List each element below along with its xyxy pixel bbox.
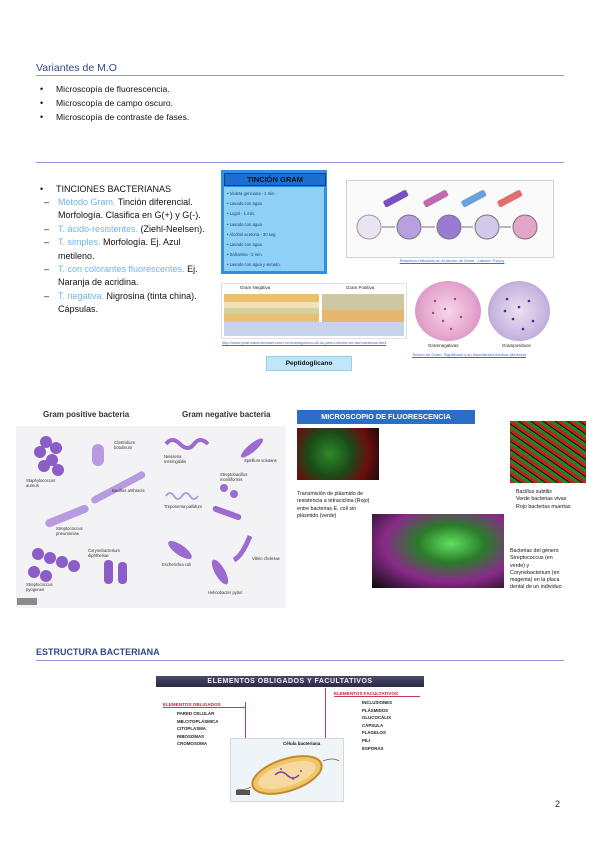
list-item: Microscopía de contraste de fases.	[36, 110, 436, 124]
list-item: T. ácido-resistentes. (Ziehl-Neelsen).	[36, 223, 214, 237]
list-item: T. con colorantes fluorescentes. Ej. Nar…	[36, 263, 214, 290]
label-neisseria: Neisseria meningitidis	[164, 454, 187, 464]
gram-step: • Lavado con agua	[227, 221, 262, 227]
gram-steps-panel: • Violeta genciana - 1 min. • Lavado con…	[224, 187, 324, 271]
fluorescence-caption-2: Bacillus subtilis Verde bacterias vivas …	[516, 489, 571, 510]
section-heading-variantes: Variantes de M.O	[36, 62, 117, 74]
gram-step: • Lavado con agua	[227, 201, 262, 207]
gram-stain-title: TINCIÓN GRAM	[224, 173, 326, 186]
micrograph-label-neg: Gramnegativas	[428, 343, 459, 348]
page-number: 2	[555, 799, 561, 809]
list-item: T. negativa. Nigrosina (tinta china). Cá…	[36, 290, 214, 317]
tinciones-sublist: Método Gram. Tinción diferencial. Morfol…	[36, 196, 214, 317]
gram-stain-box: TINCIÓN GRAM • Violeta genciana - 1 min.…	[221, 170, 327, 274]
label-streptobacillus: Streptobacillus moniliformis	[220, 472, 248, 482]
cell-wall-svg	[224, 294, 404, 336]
list-item: Método Gram. Tinción diferencial. Morfol…	[36, 196, 214, 223]
cell-wall-link[interactable]: http://www.pharmaceuticalaw.com.mx/inves…	[222, 340, 387, 345]
elementos-facultativos: ELEMENTOS FACULTATIVOS INCLUSIONES PLÁSM…	[325, 688, 422, 752]
elementos-obligados: ELEMENTOS OBLIGADOS PARED CELULAR MB.CIT…	[155, 702, 246, 752]
list-item: T. simples. Morfología. Ej. Azul metilen…	[36, 236, 214, 263]
cell-wall-diagram: Gram Negativa Gram Positiva	[221, 283, 407, 339]
gram-step: • Violeta genciana - 1 min.	[227, 191, 276, 196]
gram-step: • Lavado con agua	[227, 242, 262, 248]
gram-step: • Lavado con agua y secado.	[227, 262, 281, 268]
elementos-banner: ELEMENTOS OBLIGADOS Y FACULTATIVOS	[156, 676, 424, 687]
section-divider	[36, 75, 564, 76]
reagent-tubes-illustration	[356, 190, 538, 240]
bacterial-cell-svg	[236, 755, 340, 795]
gram-positive-micrograph	[488, 281, 550, 341]
list-item-tinciones: TINCIONES BACTERIANAS	[36, 183, 214, 196]
gram-negative-micrograph	[415, 281, 481, 341]
section-heading-estructura: ESTRUCTURA BACTERIANA	[36, 647, 160, 657]
gram-negative-title: Gram negative bacteria	[182, 410, 271, 419]
figure-logo	[17, 598, 37, 605]
fluorescence-image-ecoli	[297, 428, 379, 480]
label-clostridium: Clostridium botulinum	[114, 440, 135, 450]
variantes-list: Microscopía de fluorescencia. Microscopí…	[36, 82, 436, 124]
fluorescence-image-dental-plaque	[372, 514, 504, 588]
gram-positive-title: Gram positive bacteria	[43, 410, 130, 419]
peptidoglycan-label: Peptidoglicano	[266, 356, 352, 371]
bacteria-illustration: Clostridium botulinum Staphylococcus aur…	[16, 426, 286, 608]
label-treponema: Treponema pallidum	[164, 504, 203, 509]
label-spirillum: Spirillum volutans	[244, 458, 277, 463]
gram-step: • Alcohol acetona - 30 seg	[227, 231, 276, 237]
gram-step: • Safranina - 2 min.	[227, 252, 263, 258]
fluorescence-caption-3: Bacterias del género Streptococcus (en v…	[510, 548, 562, 591]
fluorescence-title: MICROSCOPIO DE FLUORESCENCIA	[297, 410, 475, 424]
bacteria-shapes	[28, 436, 264, 585]
section-divider	[36, 162, 564, 163]
list-item: Microscopía de fluorescencia.	[36, 82, 436, 96]
section-divider	[36, 660, 564, 661]
label-corynebacterium: Corynebacterium diphtheriae	[88, 548, 120, 558]
label-staphylococcus: Staphylococcus aureus	[26, 478, 56, 488]
label-streptococcus-pneumoniae: Streptococcus pneumoniae	[56, 526, 83, 536]
micrograph-caption[interactable]: Tinción de Gram: Significado y su Import…	[412, 352, 526, 357]
micrograph-dots	[431, 297, 535, 331]
label-vibrio: Vibrio cholerae	[252, 556, 280, 561]
label-escherichia: Escherichia coli	[162, 562, 192, 567]
wall-label-positive: Gram Positiva	[346, 285, 375, 290]
gram-steps-caption[interactable]: Reactivos utilizados en la tinción de Gr…	[399, 258, 505, 263]
label-helicobacter: Helicobacter pylori	[208, 590, 243, 595]
gram-step: • Lugol - 1 min.	[227, 211, 256, 217]
label-bacillus: Bacillus anthracis	[112, 488, 145, 493]
tinciones-block: TINCIONES BACTERIANAS Método Gram. Tinci…	[36, 183, 214, 317]
gram-steps-illustration	[346, 180, 554, 258]
cell-diagram-logo	[236, 790, 250, 795]
micrograph-label-pos: Grampositivos	[502, 343, 531, 348]
wall-label-negative: Gram Negativa	[240, 285, 271, 290]
fluorescence-caption-1: Transmisión de plásmido de resistencia a…	[297, 491, 370, 519]
list-item: Microscopía de campo oscuro.	[36, 96, 436, 110]
label-streptococcus-pyogenes: Streptococcus pyogenes	[26, 582, 53, 592]
fluorescence-image-bacillus	[510, 421, 586, 483]
